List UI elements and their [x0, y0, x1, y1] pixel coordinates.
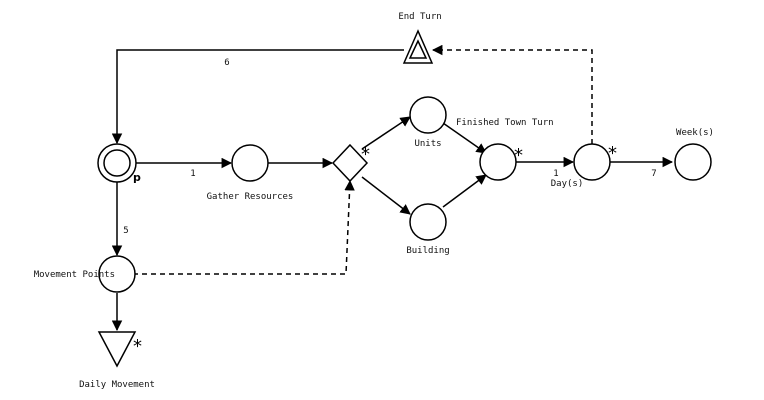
- movement-points-label: Movement Points: [34, 270, 115, 280]
- edge-gate-to-units[interactable]: [361, 116, 411, 150]
- days-label: Day(s): [551, 179, 584, 189]
- edge-label-end-to-pool: 6: [224, 58, 229, 68]
- building-label: Building: [406, 246, 449, 256]
- edge-label-days-to-weeks: 7: [651, 169, 656, 179]
- daily-star-marker: *: [133, 336, 142, 357]
- weeks-node[interactable]: [674, 143, 712, 181]
- pool-p-marker: p: [133, 171, 141, 184]
- edge-gate-to-building[interactable]: [361, 176, 411, 215]
- daily-movement-node[interactable]: [97, 331, 137, 368]
- gate-star-marker: *: [361, 144, 370, 165]
- end-turn-node[interactable]: [402, 29, 434, 64]
- gather-resources-node[interactable]: [231, 144, 269, 182]
- edge-end-turn-to-pool[interactable]: [111, 49, 404, 145]
- gate-diamond-node[interactable]: [331, 143, 369, 183]
- building-node[interactable]: [409, 203, 447, 241]
- edge-building-to-town[interactable]: [442, 174, 487, 208]
- finished-town-turn-label: Finished Town Turn: [456, 118, 554, 128]
- edge-label-to-days: 1: [553, 169, 558, 179]
- edge-label-pool-to-gather: 1: [190, 169, 195, 179]
- movement-points-node[interactable]: [98, 255, 136, 293]
- pool-node[interactable]: [97, 143, 137, 183]
- daily-movement-label: Daily Movement: [79, 380, 155, 390]
- units-node[interactable]: [409, 96, 447, 134]
- end-turn-label: End Turn: [398, 12, 441, 22]
- units-label: Units: [414, 139, 441, 149]
- town-star-marker: *: [514, 145, 523, 166]
- finished-town-turn-node[interactable]: [479, 143, 517, 181]
- edge-units-to-town[interactable]: [442, 122, 487, 154]
- weeks-label: Week(s): [676, 128, 714, 138]
- days-star-marker: *: [608, 143, 617, 164]
- gather-resources-label: Gather Resources: [207, 192, 294, 202]
- edge-label-pool-to-movement: 5: [123, 226, 128, 236]
- days-node[interactable]: [573, 143, 611, 181]
- edge-days-to-end-turn[interactable]: [431, 44, 593, 144]
